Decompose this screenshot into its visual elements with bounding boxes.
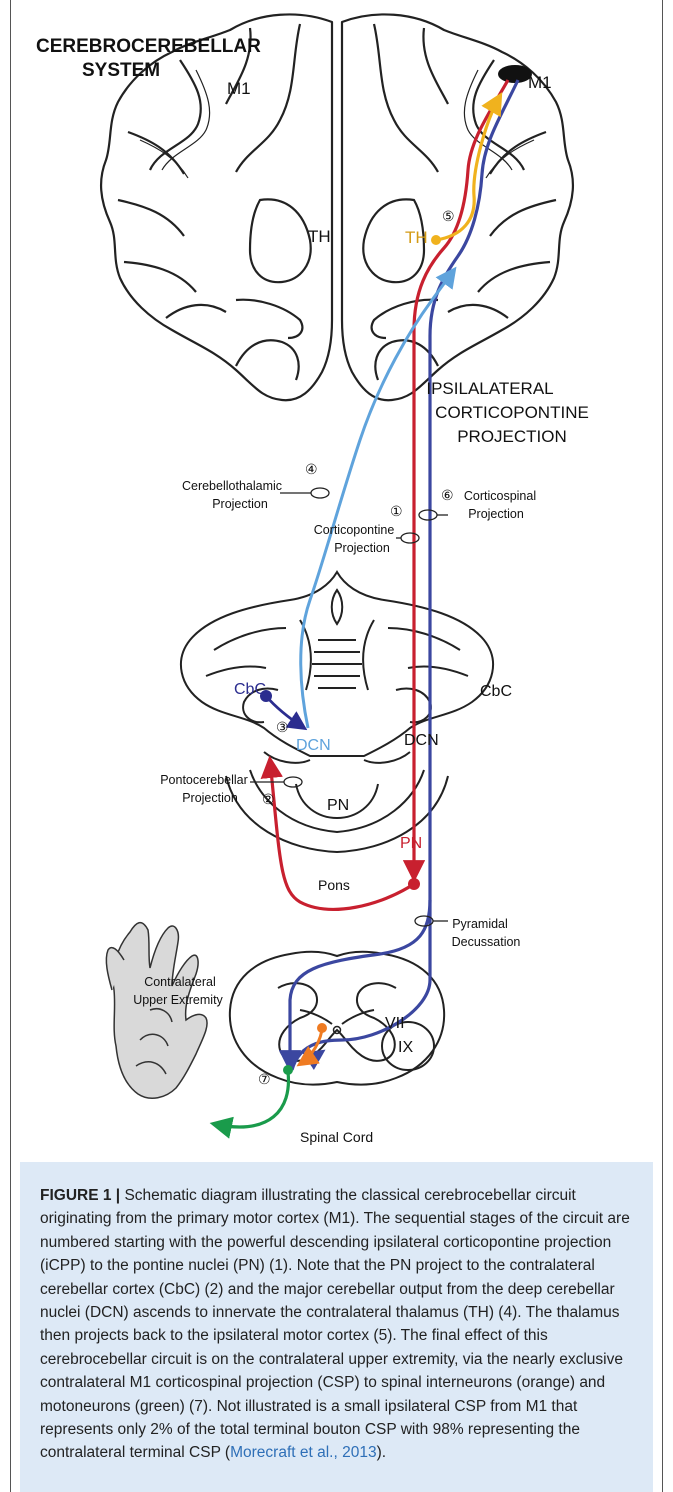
- hand-drawing: [106, 923, 207, 1099]
- step-6: ⑥: [441, 487, 454, 503]
- label-lamina-ix: IX: [398, 1039, 413, 1056]
- motoneuron-dot: [283, 1065, 293, 1075]
- pn-soma-dot: [408, 878, 420, 890]
- label-m1-right: M1: [528, 73, 552, 92]
- pontocerebellar-label-line2: Projection: [182, 791, 238, 805]
- label-cbc-left: CbC: [234, 681, 266, 698]
- label-lamina-vii: VII: [385, 1015, 405, 1032]
- corticopontine-path: [414, 80, 508, 878]
- diagram-title-line1: CEREBROCEREBELLAR: [36, 36, 261, 57]
- label-pn-left: PN: [327, 797, 349, 814]
- ipsi-label-line3: PROJECTION: [457, 427, 567, 446]
- interneuron-dot: [317, 1023, 327, 1033]
- cerebellothalamic-label-line2: Projection: [212, 497, 268, 511]
- pyramidal-label-line1: Pyramidal: [452, 917, 508, 931]
- figure-caption: FIGURE 1 | Schematic diagram illustratin…: [40, 1184, 637, 1465]
- step-7: ⑦: [258, 1071, 271, 1087]
- label-cbc-right: CbC: [480, 683, 512, 700]
- label-m1-left: M1: [227, 79, 251, 98]
- diagram-title-line2: SYSTEM: [82, 60, 160, 81]
- caption-end: ).: [377, 1444, 386, 1461]
- label-th-right: TH: [405, 228, 428, 247]
- ipsi-label-line2: CORTICOPONTINE: [435, 403, 589, 422]
- step-5: ⑤: [442, 208, 455, 224]
- caption-body: Schematic diagram illustrating the class…: [40, 1187, 630, 1461]
- step-3: ③: [276, 719, 289, 735]
- ipsi-label-line1: IPSILALATERAL: [426, 379, 553, 398]
- pontocerebellar-label-line1: Pontocerebellar: [160, 773, 248, 787]
- upper-extremity-label-line2: Upper Extremity: [133, 993, 223, 1007]
- step-4: ④: [305, 461, 318, 477]
- corticopontine-label-line1: Corticopontine: [314, 523, 395, 537]
- corticospinal-label-line2: Projection: [468, 507, 524, 521]
- diagram: CEREBROCEREBELLAR SYSTEM M1 M1 TH TH ⑤ I…: [0, 0, 673, 1160]
- th-soma-dot: [431, 235, 441, 245]
- label-dcn-left: DCN: [296, 737, 331, 754]
- figure-caption-box: FIGURE 1 | Schematic diagram illustratin…: [20, 1162, 653, 1492]
- step-2: ②: [262, 791, 275, 807]
- pyramidal-label-line2: Decussation: [452, 935, 521, 949]
- step-1: ①: [390, 503, 403, 519]
- label-pn-right: PN: [400, 835, 422, 852]
- upper-extremity-label-line1: Contralateral: [144, 975, 216, 989]
- label-spinal-cord: Spinal Cord: [300, 1129, 373, 1145]
- corticospinal-label-line1: Corticospinal: [464, 489, 536, 503]
- spinal-cord-section: [230, 952, 444, 1085]
- caption-citation-link[interactable]: Morecraft et al., 2013: [230, 1444, 376, 1461]
- motoneuron-path: [214, 1072, 288, 1127]
- corticopontine-label-line2: Projection: [334, 541, 390, 555]
- label-dcn-right: DCN: [404, 732, 439, 749]
- cerebellothalamic-label-line1: Cerebellothalamic: [182, 479, 282, 493]
- label-th-left: TH: [308, 227, 331, 246]
- m1-target-oval: [498, 65, 532, 83]
- label-pons: Pons: [318, 877, 350, 893]
- figure-label: FIGURE 1 |: [40, 1187, 120, 1204]
